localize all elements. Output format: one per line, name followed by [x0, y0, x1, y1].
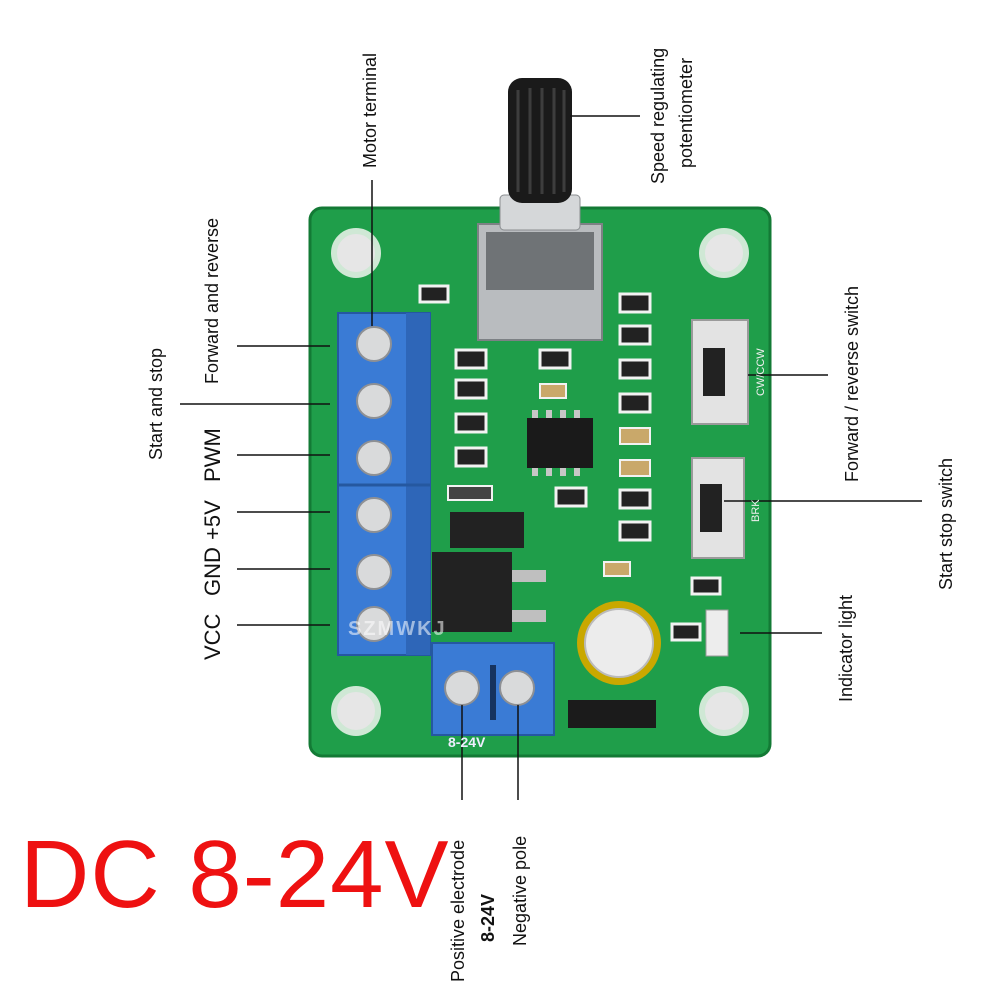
small-capacitors	[539, 383, 651, 577]
voltage-headline: DC 8-24V	[20, 821, 450, 928]
start-stop-switch	[691, 457, 745, 559]
power-silkscreen: 8-24V	[448, 734, 486, 750]
label-start-stop-switch: Start stop switch	[936, 457, 956, 590]
switch-forward-silkscreen: CW/CCW	[755, 348, 767, 396]
watermark: SZMWKJ	[348, 618, 447, 640]
forward-reverse-switch	[691, 319, 749, 425]
switch-brake-silkscreen: BRK	[750, 499, 762, 522]
diode-d3	[568, 700, 656, 728]
label-pwm: PWM	[200, 428, 225, 482]
voltage-regulator	[432, 512, 546, 632]
label-positive-voltage: 8-24V	[478, 893, 498, 942]
callout-lines	[180, 115, 922, 800]
label-negative-pole: Negative pole	[510, 835, 530, 946]
power-terminal-block	[431, 642, 555, 736]
mounting-holes	[331, 228, 749, 736]
diode-d2	[447, 485, 493, 501]
label-start-and-stop: Start and stop	[146, 347, 166, 460]
label-forward-and-reverse: Forward and reverse	[202, 217, 222, 384]
label-speed-regulating: Speed regulating	[648, 47, 668, 184]
smd-components	[418, 284, 722, 642]
label-vcc: VCC	[200, 613, 225, 660]
label-forward-reverse-switch: Forward / reverse switch	[842, 285, 862, 482]
label-gnd: GND	[200, 547, 225, 596]
label-plus-5v: +5V	[200, 500, 225, 540]
label-positive-electrode: Positive electrode	[448, 839, 468, 982]
motor-terminal-block	[337, 312, 431, 656]
driver-ic	[527, 410, 593, 476]
label-motor-terminal: Motor terminal	[360, 52, 380, 168]
label-potentiometer: potentiometer	[676, 57, 696, 168]
speed-potentiometer	[477, 78, 603, 341]
label-indicator-light: Indicator light	[836, 594, 856, 702]
indicator-led	[705, 609, 729, 657]
electrolytic-capacitor	[577, 601, 661, 685]
